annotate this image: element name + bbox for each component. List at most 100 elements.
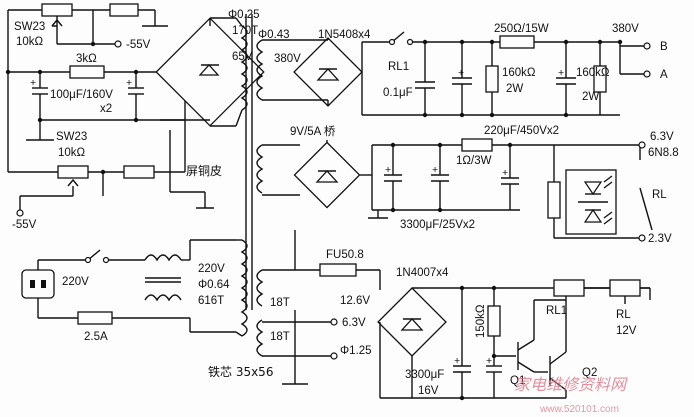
- r160k-b: 160kΩ 2W: [576, 39, 610, 115]
- terminal-neg55-top: [114, 40, 122, 48]
- label-10k-top: 10kΩ: [16, 36, 44, 48]
- label-150k: 150kΩ: [475, 304, 487, 338]
- terminal-b: [643, 42, 651, 50]
- mains-plug: [21, 269, 55, 299]
- label-12v: 12V: [616, 325, 637, 337]
- winding-18t: 18T 18T 6.3V Φ1.25: [256, 269, 372, 360]
- svg-text:+: +: [454, 355, 460, 367]
- mains-input: 220V 2.5A: [21, 249, 190, 343]
- label-rl-bottom: RL: [616, 309, 631, 321]
- sw23-pot-bottom: [57, 165, 89, 179]
- bridge-1n5408-diamond: [293, 37, 363, 107]
- label-rl1-top: RL1: [388, 61, 409, 73]
- relay-rl1-coil: [553, 279, 585, 297]
- r1ohm: + 1Ω/3W: [456, 138, 640, 210]
- svg-text:+: +: [432, 164, 438, 176]
- fuse-25a: [77, 311, 113, 325]
- label-sw23-top: SW23: [14, 21, 45, 33]
- led-lower: [583, 208, 603, 223]
- label-380v-secondary: 380V: [274, 53, 301, 65]
- r3k-row: 3kΩ: [5, 53, 185, 79]
- label-fu508: FU50.8: [326, 249, 364, 261]
- resistor-heater-sense: [547, 181, 561, 219]
- label-rl-heater: RL: [652, 189, 667, 201]
- label-fuse-25a: 2.5A: [84, 331, 108, 343]
- relay-rl-coil: [609, 279, 641, 297]
- bias-section-top: SW23 10kΩ -55V: [7, 3, 168, 72]
- label-neg55-top: -55V: [126, 39, 151, 51]
- svg-text:+: +: [126, 77, 132, 89]
- svg-text:+: +: [502, 167, 508, 179]
- resistor-1ohm: [461, 138, 493, 152]
- terminal-a: [643, 70, 651, 78]
- label-6n88: 6N8.8: [648, 147, 679, 159]
- r150k-and-cap: + 150kΩ: [475, 285, 502, 398]
- led-upper: [583, 181, 603, 196]
- label-616t: 616T: [198, 295, 224, 307]
- label-sw23-bottom: SW23: [56, 131, 87, 143]
- bridge-65v-diamond: [155, 17, 265, 127]
- r250-and-160k-a: 250Ω/15W 160kΩ 2W: [485, 23, 549, 118]
- label-3300uf-25v: 3300μF/25Vx2: [400, 219, 475, 231]
- sw23-pot-top: [41, 3, 73, 17]
- cap-220uf-b: +: [556, 39, 576, 118]
- label-18t-b: 18T: [270, 331, 290, 343]
- fuse-fu508: FU50.8 12.6V: [319, 249, 381, 307]
- label-3300uf: 3300μF: [405, 369, 444, 381]
- shield-copper: 屏铜皮: [160, 119, 222, 209]
- winding-65v: [235, 17, 248, 127]
- label-126v: 12.6V: [340, 295, 370, 307]
- bridge-1n4007: 1N4007x4: [377, 267, 530, 399]
- terminal-neg55-bottom: [16, 209, 24, 217]
- bias-section-bottom: SW23 10kΩ -55V: [7, 72, 185, 231]
- label-160k-b: 160kΩ: [576, 67, 610, 79]
- label-x2: x2: [100, 103, 112, 115]
- label-63v: 6.3V: [650, 131, 674, 143]
- svg-text:+: +: [30, 77, 36, 89]
- bridge-1n5408: 1N5408x4: [293, 29, 412, 116]
- label-q2: Q2: [582, 367, 597, 379]
- label-100uf: 100μF/160V: [50, 89, 113, 101]
- label-250ohm: 250Ω/15W: [494, 23, 549, 35]
- svg-text:+: +: [458, 67, 464, 79]
- svg-text:+: +: [385, 164, 391, 176]
- label-23v: 2.3V: [648, 233, 672, 245]
- transistors: Q1 Q2: [494, 300, 597, 399]
- label-3k: 3kΩ: [76, 53, 97, 65]
- bridge-1n4007-diamond: [377, 287, 447, 357]
- label-16v: 16V: [418, 385, 439, 397]
- cap-220uf-a: +: [452, 39, 472, 118]
- label-phi043: Φ0.43: [258, 29, 290, 41]
- label-neg55-bottom: -55V: [12, 219, 37, 231]
- label-65v: 65V: [232, 51, 253, 63]
- relay-rl-heater: 6.3V 6N8.8 RL 2.3V: [547, 131, 679, 245]
- resistor-top-right: [109, 3, 139, 17]
- label-phi125: Φ1.25: [340, 345, 372, 357]
- winding-220v-primary: 220V Φ0.64 616T: [198, 239, 248, 337]
- fuse-fu508-body: [319, 263, 357, 277]
- label-1n5408: 1N5408x4: [318, 29, 371, 41]
- winding-9v: [256, 144, 300, 196]
- label-shield: 屏铜皮: [186, 163, 222, 178]
- label-1n4007: 1N4007x4: [396, 267, 449, 279]
- label-160k-a: 160kΩ: [502, 67, 536, 79]
- label-9v-bridge: 9V/5A 桥: [290, 125, 336, 138]
- cap-01uf: 0.1μF: [383, 39, 435, 118]
- terminal-phi125: [330, 352, 338, 360]
- label-2w-a: 2W: [506, 83, 523, 95]
- label-10k-bottom: 10kΩ: [58, 147, 86, 159]
- pot-wiper-arrow: [51, 18, 63, 27]
- label-rl1-bottom: RL1: [546, 305, 567, 317]
- label-terminal-a: A: [660, 69, 668, 81]
- label-mains-220v: 220V: [62, 276, 89, 288]
- resistor-3k: [69, 65, 105, 79]
- watermark-url: www.520101.com: [539, 404, 619, 415]
- resistor-bottom: [123, 165, 155, 179]
- label-phi064: Φ0.64: [198, 279, 230, 291]
- label-phi025: Φ0.25: [228, 9, 260, 21]
- bridge-65v: Φ0.25 170T 65V: [155, 9, 265, 172]
- terminal-23v: [638, 234, 646, 242]
- label-1ohm: 1Ω/3W: [456, 155, 492, 167]
